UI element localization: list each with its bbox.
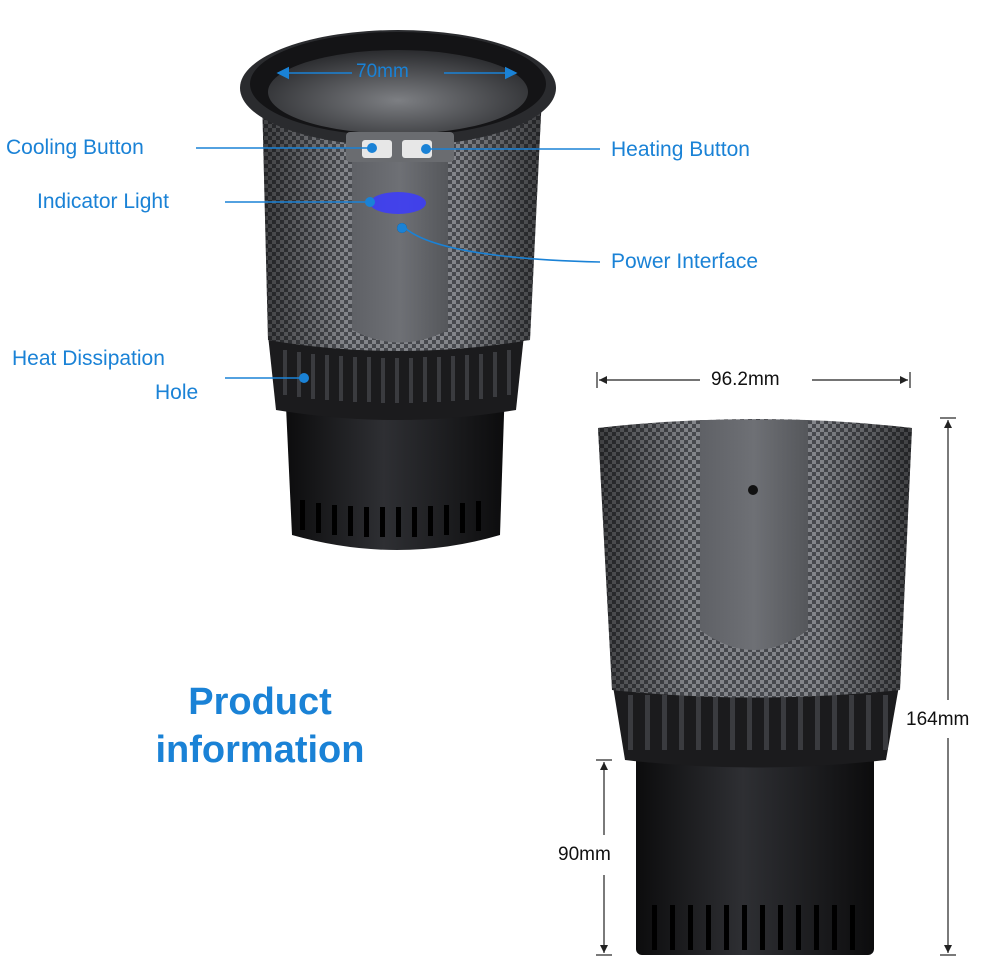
heat-dissipation-holes: [283, 350, 511, 403]
title-line2: information: [155, 729, 365, 771]
indicator-light-shape: [370, 192, 426, 214]
cooling-button-label: Cooling Button: [6, 136, 144, 159]
heat-dissipation-label-line2: Hole: [155, 381, 199, 404]
cup-front-view: [240, 30, 556, 550]
indicator-light-label: Indicator Light: [37, 190, 169, 213]
cup-side-view: [598, 419, 912, 955]
heat-dissipation-label-line1: Heat Dissipation: [12, 347, 165, 370]
callout-lines: [196, 66, 601, 383]
outer-diameter-label: 96.2mm: [711, 369, 780, 390]
base-vent-holes: [300, 500, 481, 537]
heating-button-label: Heating Button: [611, 138, 750, 161]
cooling-button-shape: [362, 140, 392, 158]
product-information-title: Product information: [130, 678, 390, 774]
power-interface-label: Power Interface: [611, 250, 759, 273]
inner-diameter-label: 70mm: [356, 61, 409, 82]
total-height-label: 164mm: [906, 709, 970, 730]
dimension-lines: [596, 372, 956, 956]
base-height-label: 90mm: [558, 844, 611, 865]
title-line1: Product: [188, 681, 332, 723]
